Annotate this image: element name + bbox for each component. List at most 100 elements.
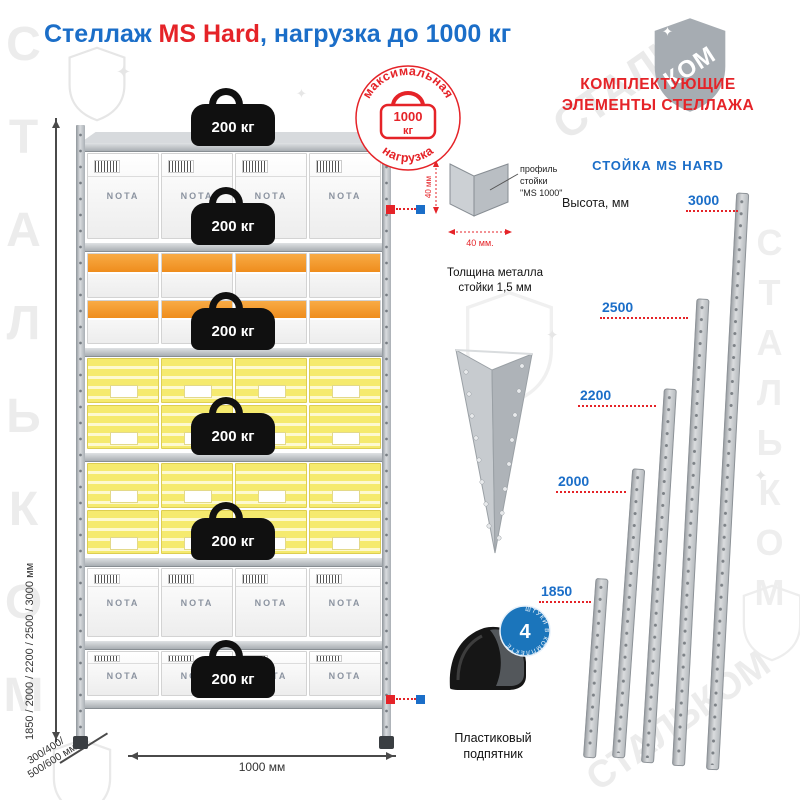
carton-box xyxy=(87,253,159,298)
marker-red-top xyxy=(386,205,395,214)
box-brand-label: NOTA xyxy=(106,190,140,201)
carton-box: NOTA xyxy=(309,153,381,239)
carton-box: NOTA xyxy=(235,568,307,637)
upright-post-2000 xyxy=(612,468,646,759)
box-row xyxy=(84,357,384,404)
thickness-line2: стойки 1,5 мм xyxy=(458,282,532,294)
box-brand-label: NOTA xyxy=(254,190,288,201)
post-height-label: 1850 xyxy=(541,583,573,599)
badge-weight-body xyxy=(379,103,437,140)
weight-icon: 200 кг xyxy=(191,88,275,146)
carton-box xyxy=(309,253,381,298)
box-brand-label: NOTA xyxy=(254,598,288,609)
carton-box xyxy=(235,463,307,508)
barcode-sticker xyxy=(93,159,121,174)
page-title: Стеллаж MS Hard, нагрузка до 1000 кг xyxy=(44,20,511,49)
weight-body xyxy=(191,104,275,146)
barcode-sticker xyxy=(315,655,343,662)
carton-box xyxy=(309,299,381,344)
carton-box xyxy=(87,358,159,403)
weight-body xyxy=(191,308,275,350)
rack-right-post xyxy=(382,125,391,740)
weight-icon: 200 кг xyxy=(191,187,275,245)
watermark-shield-right xyxy=(740,584,800,662)
weight-handle xyxy=(209,397,243,421)
carton-box xyxy=(161,253,233,298)
svg-text:нагрузка: нагрузка xyxy=(380,143,437,165)
rack-left-post xyxy=(76,125,85,740)
carton-box: NOTA xyxy=(161,568,233,637)
connector-dotted-top xyxy=(396,208,416,210)
post-height-label: 2500 xyxy=(602,299,634,315)
shelf-load-label: 200 кг xyxy=(211,218,255,235)
shelf-load-label: 200 кг xyxy=(211,119,255,136)
shelf-load-label: 200 кг xyxy=(211,323,255,340)
shelf-load-label: 200 кг xyxy=(211,428,255,445)
post-height-label: 2000 xyxy=(558,473,590,489)
weight-icon: 200 кг xyxy=(191,292,275,350)
weight-handle xyxy=(209,640,243,664)
barcode-sticker xyxy=(315,573,343,585)
connector-dotted-bottom xyxy=(396,698,416,700)
box-brand-label: NOTA xyxy=(328,670,362,681)
carton-box xyxy=(309,358,381,403)
title-suffix: , нагрузка до 1000 кг xyxy=(259,20,512,48)
sparkle-icon: ✦ xyxy=(546,327,559,344)
badge-unit: кг xyxy=(403,125,414,137)
barcode-sticker xyxy=(167,655,195,662)
rack-foot-right xyxy=(379,736,394,749)
watermark-shield-topleft xyxy=(66,46,128,122)
sparkle-icon: ✦ xyxy=(296,86,307,101)
max-load-badge: максимальная нагрузка 1000 кг xyxy=(355,64,461,171)
sparkle-icon: ✦ xyxy=(754,468,768,485)
barcode-sticker xyxy=(315,159,343,174)
weight-body xyxy=(191,413,275,455)
carton-box xyxy=(87,509,159,554)
profile-label-line2: стойки xyxy=(520,176,548,186)
shelf-beam xyxy=(76,558,391,567)
shelf-beam xyxy=(76,348,391,357)
plastic-foot-label: Пластиковый подпятник xyxy=(428,730,558,762)
carton-box xyxy=(87,299,159,344)
box-brand-label: NOTA xyxy=(106,670,140,681)
foot-badge-count: 4 xyxy=(519,621,531,643)
carton-box: NOTA xyxy=(87,651,159,696)
shelf-load-label: 200 кг xyxy=(211,533,255,550)
carton-box xyxy=(309,404,381,449)
shelf-beam xyxy=(76,243,391,252)
shelf-load-label: 200 кг xyxy=(211,671,255,688)
shelf-beam xyxy=(76,453,391,462)
barcode-sticker xyxy=(167,573,195,585)
watermark-brand-left: СТАЛЬКОМ xyxy=(0,18,50,762)
weight-body xyxy=(191,203,275,245)
marker-red-bottom xyxy=(386,695,395,704)
carton-box: NOTA xyxy=(309,568,381,637)
shelf-beam xyxy=(76,143,391,152)
carton-box xyxy=(87,463,159,508)
barcode-sticker xyxy=(93,573,121,585)
sparkle-icon: ✦ xyxy=(116,62,132,82)
weight-icon: 200 кг xyxy=(191,640,275,698)
watermark-shield-bottomleft xyxy=(50,738,114,800)
post-section-subheader: СТОЙКА MS HARD xyxy=(592,158,724,173)
weight-body xyxy=(191,656,275,698)
profile-dim-horizontal: 40 мм. xyxy=(466,238,493,248)
barcode-sticker xyxy=(93,655,121,662)
box-row xyxy=(84,252,384,299)
profile-label-line1: профиль xyxy=(520,164,558,174)
components-header-line2: ЭЛЕМЕНТЫ СТЕЛЛАЖА xyxy=(561,97,755,114)
watermark-brand-right: СТАЛЬКОМ xyxy=(749,222,790,622)
box-brand-label: NOTA xyxy=(180,598,214,609)
barcode-sticker xyxy=(241,159,269,174)
marker-blue-bottom xyxy=(416,695,425,704)
weight-handle xyxy=(209,292,243,316)
post-height-label: 2200 xyxy=(580,387,612,403)
carton-box xyxy=(309,463,381,508)
width-dimension-label: 1000 мм xyxy=(238,760,286,774)
marker-blue-top xyxy=(416,205,425,214)
badge-weight-handle xyxy=(391,91,425,107)
height-dimension-label: 1850 / 2000 / 2200 / 2500 / 3000 мм xyxy=(24,562,36,740)
watermark-shield-logo: ✦ КОМ xyxy=(650,16,730,114)
carton-box xyxy=(235,358,307,403)
box-brand-label: NOTA xyxy=(106,598,140,609)
